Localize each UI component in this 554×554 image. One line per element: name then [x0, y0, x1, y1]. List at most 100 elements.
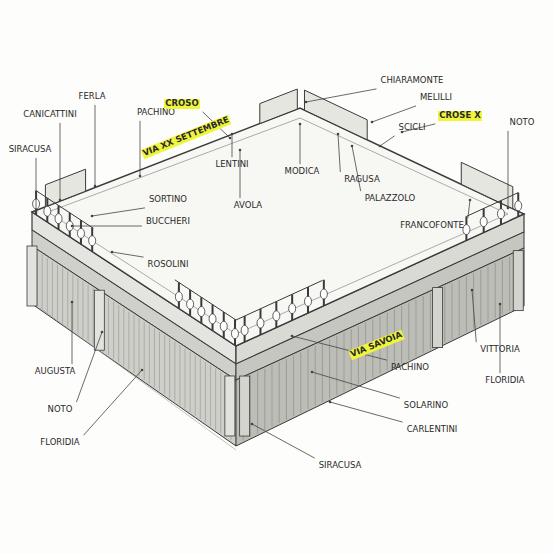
leader-line — [338, 134, 340, 172]
leader-dot — [305, 101, 308, 104]
hatching — [322, 342, 323, 402]
baluster-urn — [231, 329, 238, 339]
place-label: ROSOLINI — [147, 260, 190, 270]
baluster-urn — [89, 236, 96, 246]
parapet-inner — [48, 118, 508, 334]
leader-line — [468, 200, 470, 218]
leader-line — [508, 131, 509, 208]
hatching — [174, 342, 175, 402]
leader-line — [232, 134, 233, 157]
parapet-panel — [461, 162, 513, 208]
leader-line — [95, 105, 96, 186]
baluster-urn — [55, 214, 62, 224]
leader-dot — [71, 225, 74, 228]
baluster-urn — [187, 299, 194, 309]
place-label: PACHINO — [136, 108, 176, 118]
leader-dot — [71, 301, 74, 304]
leader-line — [72, 302, 73, 364]
baluster-urn — [198, 307, 205, 317]
hatching — [190, 352, 191, 412]
hatching — [495, 263, 496, 318]
leader-dot — [231, 133, 234, 136]
leader-dot — [507, 207, 510, 210]
hatching — [416, 300, 417, 357]
leader-dot — [299, 123, 302, 126]
hatching — [236, 382, 237, 444]
hatching — [52, 261, 53, 316]
place-label: LENTINI — [214, 160, 249, 170]
hatching — [159, 332, 160, 391]
leader-line — [472, 290, 476, 342]
hatching — [308, 349, 309, 409]
leader-dot — [91, 215, 94, 218]
hatching — [205, 362, 206, 423]
hatching — [200, 359, 201, 420]
baluster-urn — [44, 206, 51, 216]
hatching — [480, 270, 481, 325]
balustrade-rail — [236, 280, 322, 320]
hatching — [179, 345, 180, 405]
baluster-urn — [497, 209, 504, 219]
hatching — [169, 338, 170, 397]
baluster-urn — [305, 296, 312, 306]
hatching — [134, 315, 135, 373]
leader-line — [352, 146, 361, 191]
place-label: SCICLI — [397, 123, 426, 133]
leader-dot — [329, 401, 332, 404]
baluster-urn — [241, 325, 248, 335]
place-label: FERLA — [78, 92, 107, 102]
leader-line — [330, 402, 403, 422]
baluster-urn — [463, 225, 470, 235]
place-label: BUCCHERI — [145, 217, 191, 227]
place-label: MELILLI — [419, 93, 453, 103]
hatching — [336, 336, 337, 395]
place-label: RAGUSA — [343, 175, 380, 185]
leader-dot — [499, 303, 502, 306]
hatching — [300, 352, 301, 412]
leader-line — [500, 304, 501, 373]
baluster-urn — [175, 292, 182, 302]
hatching — [220, 372, 221, 433]
hatching — [430, 293, 431, 350]
place-label: MODICA — [284, 167, 321, 177]
leader-line — [240, 150, 241, 198]
hatching — [139, 318, 140, 376]
pilaster — [433, 288, 443, 348]
place-label: AVOLA — [233, 201, 263, 211]
pilaster — [513, 251, 523, 311]
hatching — [88, 285, 89, 341]
hatching — [144, 322, 145, 380]
place-label: SORTINO — [148, 195, 188, 205]
hatching — [408, 303, 409, 360]
leader-line — [140, 121, 141, 176]
leader-line — [76, 332, 102, 402]
hatching — [488, 267, 489, 322]
hatching — [42, 255, 43, 309]
hatching — [286, 359, 287, 420]
parapet-panel — [260, 89, 298, 124]
baluster-urn — [320, 289, 327, 299]
place-label: SIRACUSA — [8, 145, 53, 155]
hatching — [123, 308, 124, 366]
leader-line — [84, 370, 142, 435]
hatching — [149, 325, 150, 384]
hatching — [502, 260, 503, 315]
hatching — [524, 250, 525, 304]
leader-line — [92, 208, 145, 216]
hatching — [264, 369, 265, 430]
hatching — [344, 333, 345, 392]
baluster-urn — [257, 318, 264, 328]
hatching — [444, 286, 445, 342]
leader-line — [252, 424, 315, 458]
place-label: SOLARINO — [403, 401, 449, 411]
leader-line — [60, 123, 61, 200]
leader-line — [372, 106, 416, 122]
hatching — [509, 257, 510, 311]
hatching — [185, 349, 186, 409]
place-label: SIRACUSA — [318, 461, 363, 471]
leader-dot — [35, 211, 38, 214]
hatching — [57, 265, 58, 320]
baluster-urn — [480, 217, 487, 227]
